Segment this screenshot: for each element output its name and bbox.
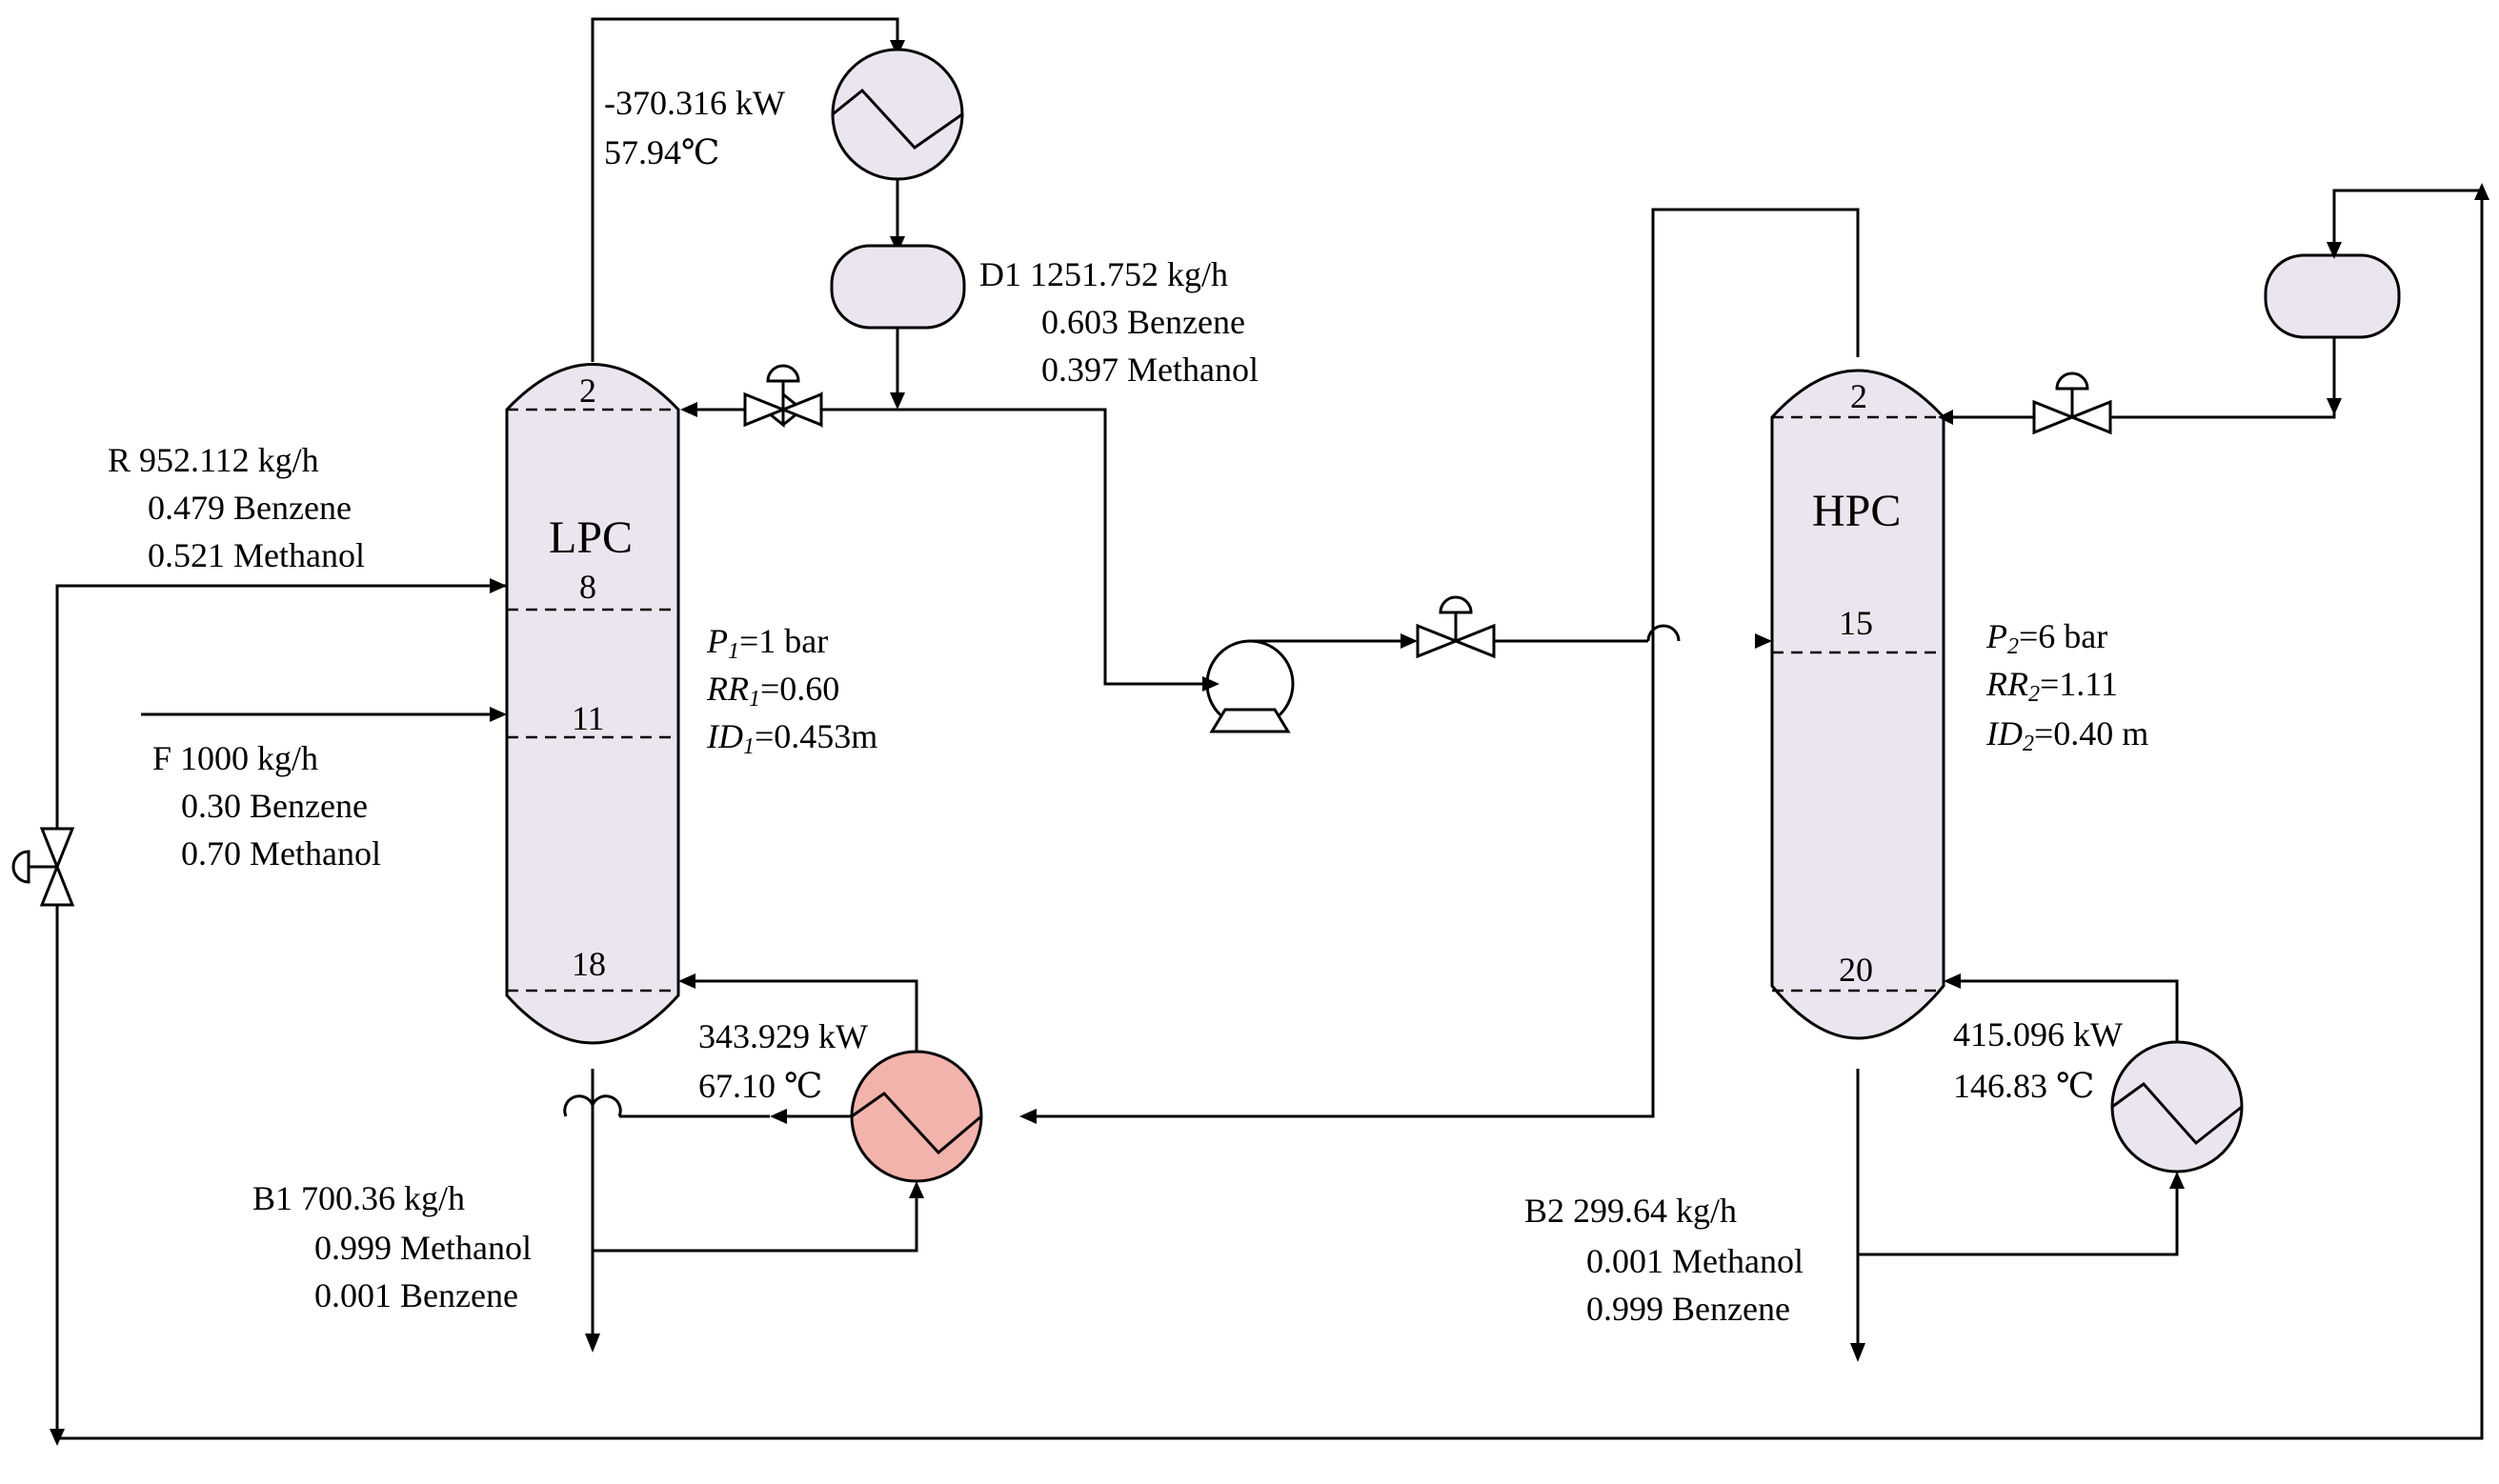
hpc-reflux-ratio: RR2=1.11 — [1985, 665, 2118, 707]
lpc-condenser-temp: 57.94℃ — [604, 133, 719, 171]
hpc-tray-2-label: 2 — [1850, 377, 1867, 415]
d1-flow: D1 1251.752 kg/h — [979, 255, 1228, 293]
hpc-overhead-line — [1029, 208, 1860, 1118]
lpc-overhead-line — [591, 17, 899, 362]
b2-comp-methanol: 0.001 Methanol — [1586, 1242, 1804, 1280]
lpc-condenser-duty: -370.316 kW — [604, 84, 785, 122]
b1-comp-methanol: 0.999 Methanol — [314, 1229, 532, 1267]
reboiler-coil-icon — [851, 1092, 982, 1155]
hpc-feed-valve-icon — [1416, 595, 1496, 659]
f-comp-methanol: 0.70 Methanol — [181, 834, 381, 872]
lpc-reflux-ratio: RR1=0.60 — [706, 670, 839, 712]
lpc-pressure: P1=1 bar — [706, 622, 828, 664]
hpc-reboiler-duty: 415.096 kW — [1953, 1015, 2123, 1053]
lpc-tray-18-label: 18 — [572, 945, 606, 983]
r-comp-methanol: 0.521 Methanol — [148, 536, 365, 574]
d1-comp-benzene: 0.603 Benzene — [1041, 303, 1245, 341]
pump-icon — [1205, 639, 1295, 733]
f-comp-benzene: 0.30 Benzene — [181, 787, 368, 825]
lpc-reflux-valve-icon — [743, 364, 823, 429]
d1-product-line — [897, 408, 1205, 686]
lpc-reflux-drum — [830, 244, 966, 330]
hpc-pressure: P2=6 bar — [1985, 617, 2107, 659]
lpc-tray-11-label: 11 — [572, 699, 605, 737]
hpc-reflux-valve-icon — [2032, 371, 2112, 435]
lpc-column: 2 8 11 18 LPC — [505, 363, 680, 1045]
lpc-name: LPC — [549, 512, 633, 563]
lpc-reboiler-temp: 67.10 ℃ — [698, 1067, 822, 1105]
hpc-column: 2 15 20 HPC — [1770, 369, 1945, 1040]
d1-comp-methanol: 0.397 Methanol — [1041, 351, 1259, 389]
r-flow: R 952.112 kg/h — [108, 441, 319, 479]
reboiler-coil-icon — [2111, 1081, 2243, 1146]
r-comp-benzene: 0.479 Benzene — [148, 489, 352, 527]
lpc-tray-2-label: 2 — [579, 371, 596, 410]
hpc-name: HPC — [1812, 486, 1901, 536]
lpc-diameter: ID1=0.453m — [706, 717, 877, 759]
hpc-reboiler-temp: 146.83 ℃ — [1953, 1067, 2094, 1105]
b2-comp-benzene: 0.999 Benzene — [1586, 1290, 1790, 1328]
lpc-reboiler-duty: 343.929 kW — [698, 1017, 868, 1055]
b1-comp-benzene: 0.001 Benzene — [314, 1276, 518, 1314]
condenser-coil-icon — [832, 88, 963, 150]
recycle-valve-icon — [11, 827, 75, 907]
hpc-reflux-drum — [2264, 253, 2401, 339]
lpc-condenser — [831, 48, 964, 181]
recycle-return-line — [55, 191, 2484, 1440]
hpc-diameter: ID2=0.40 m — [1985, 714, 2148, 756]
b1-flow: B1 700.36 kg/h — [252, 1179, 465, 1217]
f-flow: F 1000 kg/h — [152, 739, 318, 777]
lpc-tray-8-label: 8 — [579, 568, 596, 606]
lpc-reboiler — [850, 1050, 983, 1183]
b2-flow: B2 299.64 kg/h — [1524, 1192, 1737, 1230]
hpc-tray-20-label: 20 — [1839, 951, 1873, 989]
hpc-tray-15-label: 15 — [1839, 604, 1873, 642]
hpc-reboiler — [2110, 1040, 2244, 1173]
